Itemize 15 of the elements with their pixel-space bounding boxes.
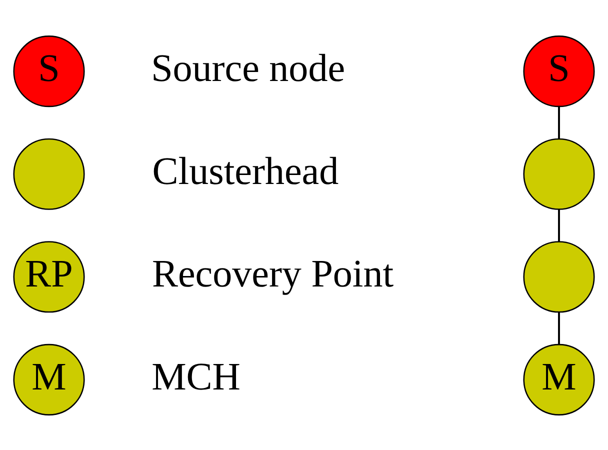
- connector: [558, 312, 560, 344]
- node-circle: [13, 138, 85, 210]
- node-circle: RP: [13, 240, 85, 312]
- node-label: Recovery Point: [152, 252, 394, 296]
- node-circle: M: [13, 343, 85, 415]
- node-circle: S: [523, 35, 595, 107]
- node-circle: M: [523, 343, 595, 415]
- node-circle: [523, 138, 595, 210]
- node-circle: [523, 240, 595, 312]
- node-label: MCH: [152, 354, 240, 398]
- node-label: Source node: [151, 46, 346, 90]
- node-label: Clusterhead: [152, 149, 339, 192]
- node-circle: S: [13, 35, 85, 107]
- connector: [558, 208, 560, 242]
- connector: [558, 106, 560, 138]
